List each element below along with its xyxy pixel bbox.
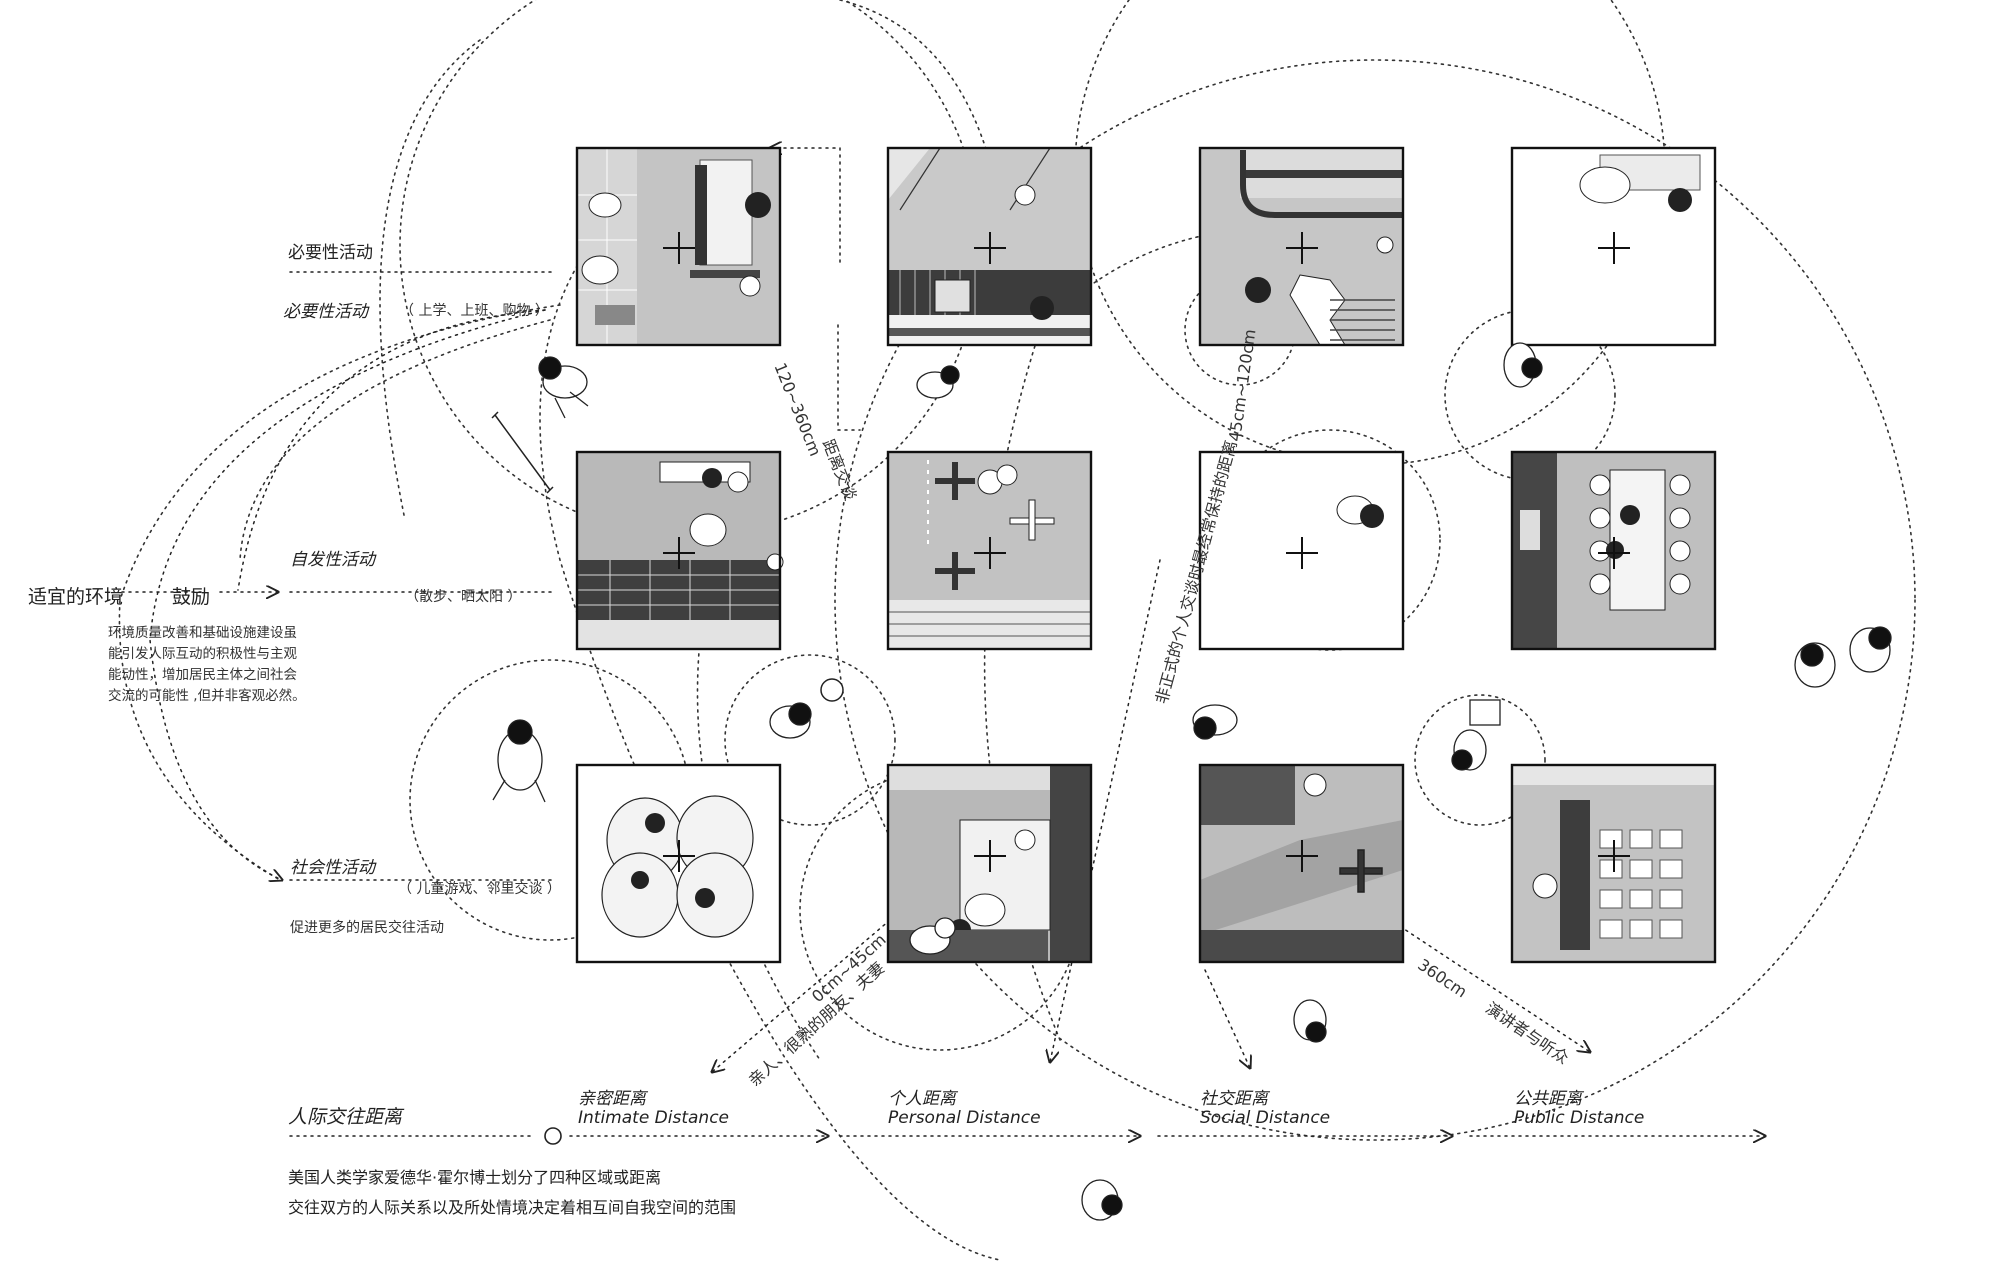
- distance-social-en: Social Distance: [1200, 1108, 1331, 1128]
- distance-title: 人际交往距离: [288, 1106, 403, 1128]
- arc-center-sweep: [834, 59, 1916, 1141]
- arc-left-big: [379, 39, 481, 521]
- distance-intimate-en: Intimate Distance: [578, 1108, 730, 1128]
- env-desc-line-4: 交流的可能性 ,但并非客观必然。: [108, 688, 306, 704]
- person-10: [1849, 626, 1892, 673]
- person-2: [916, 365, 960, 399]
- environment-description: 环境质量改善和基础设施建设虽 能引发人际互动的积极性与主观 能动性，增加居民主体…: [108, 623, 308, 707]
- person-12: [909, 917, 956, 955]
- distance-description-1: 美国人类学家爱德华·霍尔博士划分了四种区域或距离: [288, 1168, 662, 1187]
- distance-personal-cn: 个人距离: [888, 1089, 956, 1109]
- left-loop: [118, 304, 561, 881]
- label-necessary-note: （ 上学、上班、购物 ）: [400, 303, 549, 319]
- scale-bar: [494, 414, 551, 491]
- env-desc-line-2: 能引发人际互动的积极性与主观: [108, 646, 297, 662]
- curve-to-spontaneous: [237, 309, 546, 591]
- distance-public-en: Public Distance: [1514, 1108, 1645, 1128]
- label-spontaneous: 自发性活动: [290, 550, 375, 570]
- person-7: [1451, 699, 1501, 771]
- label-social-note: （ 儿童游戏、邻里交谈 ）: [398, 881, 561, 897]
- arc-top-left: [839, 0, 1011, 301]
- person-6: [1192, 704, 1238, 740]
- distance-origin-dot: [544, 1127, 562, 1145]
- row2-hook: [837, 324, 861, 431]
- label-necessary-2: 必要性活动: [283, 302, 368, 322]
- person-1: [538, 356, 589, 419]
- distance-social-cn: 社交距离: [1200, 1089, 1268, 1109]
- label-social-desc: 促进更多的居民交往活动: [290, 920, 444, 936]
- label-environment: 适宜的环境: [28, 586, 124, 608]
- person-3: [1503, 342, 1543, 388]
- curve-to-social: [149, 309, 546, 880]
- distance-personal-en: Personal Distance: [888, 1108, 1041, 1128]
- distance-public-cn: 公共距离: [1514, 1089, 1582, 1109]
- ring-row3-mid: [724, 654, 896, 826]
- person-4: [769, 702, 812, 739]
- label-necessary-1: 必要性活动: [288, 243, 373, 263]
- arrow-social: [1204, 969, 1250, 1068]
- label-spontaneous-note: （散步、晒太阳 ）: [405, 589, 522, 605]
- arrow-360cm: [1329, 879, 1590, 1052]
- label-encourage: 鼓励: [172, 586, 211, 608]
- panel-r2-c2: [888, 452, 1091, 649]
- person-11: [1081, 1179, 1123, 1221]
- panel-frames: [575, 146, 1717, 964]
- env-desc-line-1: 环境质量改善和基础设施建设虽: [108, 625, 297, 641]
- env-desc-line-3: 能动性，增加居民主体之间社会: [108, 667, 297, 683]
- panel-r2-c1: [577, 452, 784, 649]
- panel-crosshairs: [663, 232, 1630, 872]
- ring-row3-c3: [1414, 694, 1546, 826]
- arrow-personal: [1050, 559, 1161, 1062]
- arc-mid: [983, 226, 1401, 1041]
- person-9: [1794, 642, 1836, 688]
- people-figures: [492, 342, 1892, 1221]
- person-8: [1293, 999, 1327, 1043]
- label-social: 社会性活动: [290, 858, 375, 878]
- left-loop-2: [239, 319, 551, 561]
- distance-intimate-cn: 亲密距离: [578, 1089, 646, 1109]
- distance-description-2: 交往双方的人际关系以及所处情境决定着相互间自我空间的范围: [288, 1198, 737, 1217]
- top-connector: [770, 148, 841, 263]
- small-ring: [820, 678, 844, 702]
- person-5: [492, 719, 546, 803]
